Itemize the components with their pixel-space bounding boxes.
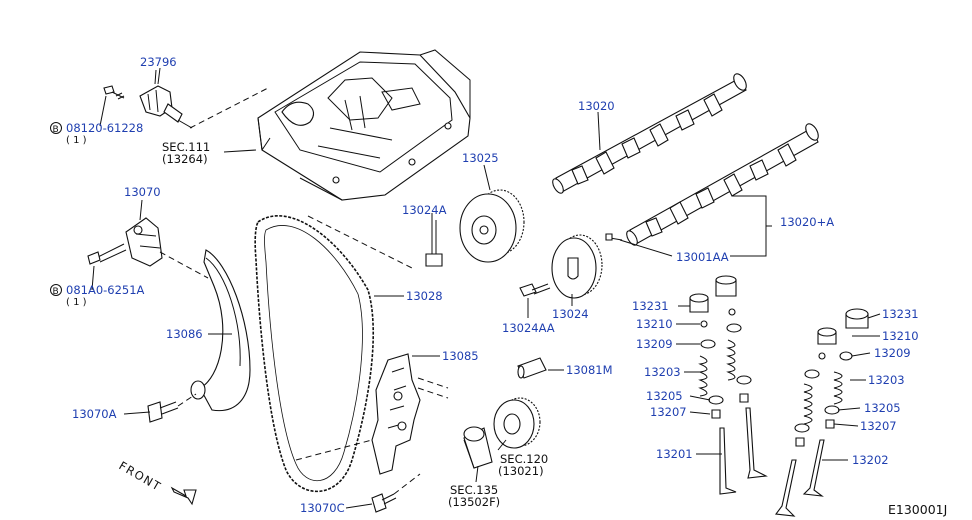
callouts: 23796 B 08120-61228 ( 1 ) SEC.111 (13264… — [50, 55, 947, 517]
callout-13085: 13085 — [442, 349, 479, 363]
slack-guide-13086 — [199, 249, 251, 412]
crankshaft-spacer — [463, 426, 493, 469]
valve-train-right — [774, 308, 869, 517]
callout-13209-right: 13209 — [874, 346, 911, 360]
callout-13024: 13024 — [552, 307, 589, 321]
callout-sec135-ref: (13502F) — [448, 495, 500, 509]
callout-13070: 13070 — [124, 185, 161, 199]
callout-23796: 23796 — [140, 55, 177, 69]
cylinder-head-cover — [257, 49, 471, 201]
bolt-symbol-letter-2: B — [53, 287, 59, 297]
callout-13070A: 13070A — [72, 407, 117, 421]
bolt-symbol-icon — [50, 122, 62, 134]
callout-sec120-ref: (13021) — [498, 464, 544, 478]
front-label: FRONT — [117, 458, 165, 494]
bolt-13070C — [371, 493, 397, 513]
callout-13203-left: 13203 — [644, 365, 681, 379]
callout-13020-A: 13020+A — [780, 215, 834, 229]
callout-13024A: 13024A — [402, 203, 447, 217]
valve-train-left — [689, 275, 768, 495]
camshaft-sprocket-13025 — [459, 189, 525, 263]
callout-13231-right: 13231 — [882, 307, 919, 321]
callout-08120-61228: 08120-61228 — [66, 121, 143, 135]
diagram-code: E130001J — [888, 502, 947, 517]
callout-13205-right: 13205 — [864, 401, 901, 415]
tension-guide-13085 — [371, 353, 421, 475]
callout-13205-left: 13205 — [646, 389, 683, 403]
callout-sec135: SEC.135 — [450, 483, 498, 497]
bolt-symbol-icon-2 — [50, 284, 62, 296]
callout-13202: 13202 — [852, 453, 889, 467]
callout-13203-right: 13203 — [868, 373, 905, 387]
callout-13207-left: 13207 — [650, 405, 687, 419]
callout-13207-right: 13207 — [860, 419, 897, 433]
leader-lines — [91, 67, 881, 509]
callout-13001AA: 13001AA — [676, 250, 729, 264]
callout-13081M: 13081M — [566, 363, 613, 377]
camshaft-position-sensor — [103, 69, 193, 129]
sensor-13081M — [517, 357, 547, 379]
callout-13070C: 13070C — [300, 501, 345, 515]
callout-13210-left: 13210 — [636, 317, 673, 331]
callout-13201: 13201 — [656, 447, 693, 461]
callout-13209-left: 13209 — [636, 337, 673, 351]
camshaft-upper — [552, 73, 747, 194]
callout-sec111: SEC.111 — [162, 140, 210, 154]
callout-13020: 13020 — [578, 99, 615, 113]
front-arrow: FRONT — [117, 458, 197, 506]
callout-081A0-qty: ( 1 ) — [66, 297, 87, 308]
chain-tensioner-13070 — [87, 217, 163, 267]
timing-chain — [254, 215, 375, 493]
callout-13025: 13025 — [462, 151, 499, 165]
callout-sec111-ref: (13264) — [162, 152, 208, 166]
crankshaft-sprocket — [493, 397, 541, 449]
callout-13028: 13028 — [406, 289, 443, 303]
callout-13086: 13086 — [166, 327, 203, 341]
callout-13024AA: 13024AA — [502, 321, 555, 335]
guide-pivot-bolt-13070A — [147, 380, 206, 423]
callout-08120-qty: ( 1 ) — [66, 135, 87, 146]
callout-13210-right: 13210 — [882, 329, 919, 343]
bolt-symbol-letter: B — [53, 125, 59, 135]
callout-081A0-6251A: 081A0-6251A — [66, 283, 145, 297]
camshaft-sprocket-13024 — [551, 234, 603, 299]
callout-sec120: SEC.120 — [500, 452, 548, 466]
callout-13231-left: 13231 — [632, 299, 669, 313]
bolt-13024AA — [519, 283, 551, 297]
bolt-13024A — [425, 220, 443, 267]
